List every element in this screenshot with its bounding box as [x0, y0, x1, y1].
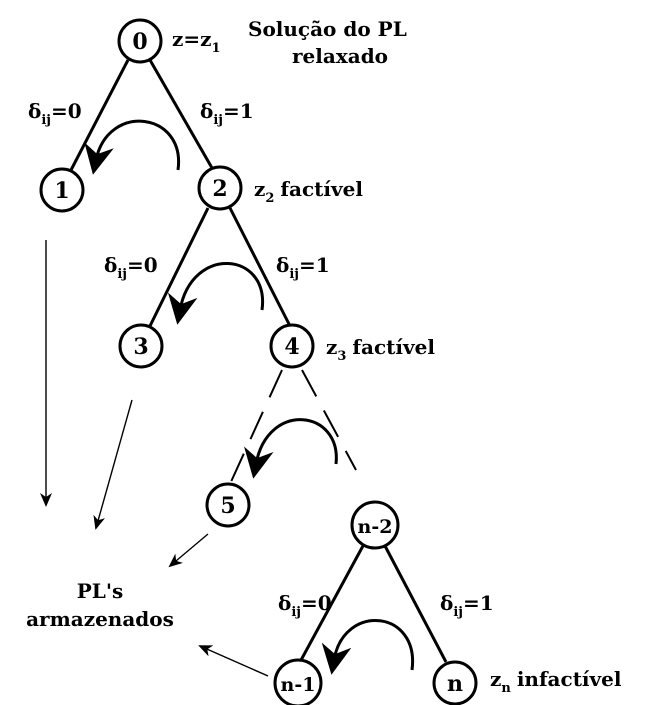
edge-nm2-nm1: [298, 543, 366, 663]
stored-arrow-nm1: [198, 645, 269, 677]
node-1: 1: [39, 167, 85, 213]
node-1-label: 1: [54, 178, 69, 204]
node-0-label: 0: [132, 29, 147, 55]
node-n-minus-2: n-2: [350, 500, 400, 550]
delta-label-0-left: δij=0: [28, 99, 82, 128]
node-2-label: 2: [212, 176, 227, 202]
branch-arrow-4: [244, 418, 338, 479]
node-n-label: n: [447, 671, 463, 697]
node-4-label: 4: [284, 334, 299, 360]
edge-2-3: [148, 207, 210, 327]
branch-arrow-0: [84, 119, 180, 175]
node-n: n: [432, 660, 478, 705]
node-n-minus-2-label: n-2: [358, 516, 393, 538]
root-title-line1: Solução do PL: [248, 17, 407, 41]
delta-label-2-right: δij=1: [276, 253, 330, 282]
node-5: 5: [205, 482, 251, 528]
edge-nm2-n: [382, 543, 448, 663]
edge-0-1: [68, 59, 130, 173]
edge-0-2: [148, 59, 214, 169]
delta-label-2-left: δij=0: [104, 253, 158, 282]
root-title-line2: relaxado: [292, 44, 388, 68]
edge-4-5-dashed: [229, 369, 283, 485]
root-value-label: z=z1: [172, 27, 221, 56]
node-2: 2: [197, 165, 243, 211]
branch-arrow-2: [167, 262, 264, 325]
edge-2-4: [228, 207, 292, 327]
delta-label-nm2-left: δij=0: [278, 591, 332, 620]
stored-lps-line2: armazenados: [26, 607, 174, 631]
stored-lps-line1: PL's: [77, 579, 123, 603]
stored-arrow-5: [168, 533, 209, 568]
branch-arrow-nm2: [321, 619, 414, 675]
node-5-label: 5: [220, 493, 235, 519]
node-3-label: 3: [133, 334, 148, 360]
node-4: 4: [269, 323, 315, 369]
node-3: 3: [118, 323, 164, 369]
node-n-minus-1: n-1: [273, 658, 323, 705]
node-n-minus-1-label: n-1: [281, 674, 316, 696]
delta-label-0-right: δij=1: [200, 99, 254, 128]
stored-arrow-3: [93, 399, 133, 530]
node-0: 0: [117, 18, 163, 64]
edge-4-right-dashed: [301, 369, 357, 471]
delta-label-nm2-right: δij=1: [440, 591, 494, 620]
